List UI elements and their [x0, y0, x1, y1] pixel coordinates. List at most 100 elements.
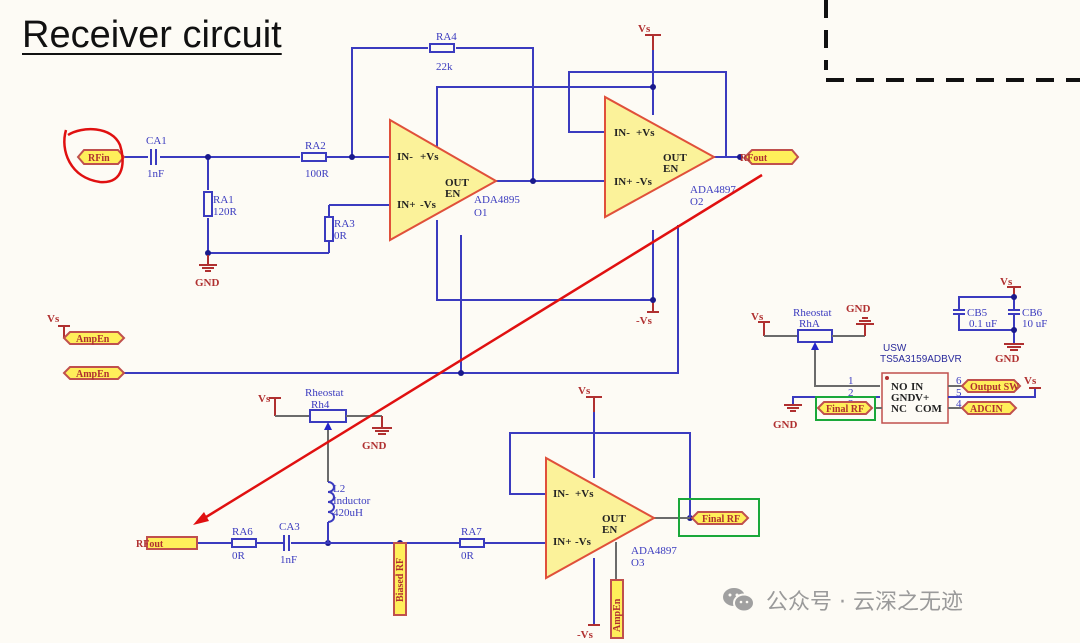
capacitor-ca3: CA3 1nF [279, 521, 300, 566]
o2-in-plus: IN+ [614, 176, 633, 188]
port-rfin: RFin [76, 149, 126, 165]
o3-in-minus: IN- [553, 488, 569, 500]
port-final-rf-switch: Final RF [816, 401, 874, 415]
gnd-label-rh4: GND [362, 440, 387, 452]
gnd-label: GND [195, 277, 220, 289]
cb6-ref: CB6 [1022, 307, 1043, 319]
port-ampen-o3: AmpEn [610, 579, 624, 639]
vs-label-ampen: Vs [47, 313, 60, 325]
ra6-ref: RA6 [232, 526, 253, 538]
rheostat-rh4: Vs GND Rheostat Rh4 [258, 387, 392, 482]
wechat-icon [722, 587, 756, 613]
o1-in-minus: IN- [397, 151, 413, 163]
gnd-symbol-ra1: GND [195, 255, 220, 289]
o1-vs-plus: +Vs [420, 151, 439, 163]
ca3-value: 1nF [280, 554, 297, 566]
port-output-sw-label: Output SW [970, 382, 1019, 393]
switch-ic-usw: USW TS5A3159ADBVR NO GND NC IN V+ COM 1 … [773, 343, 1041, 431]
l2-value: 420uH [333, 507, 363, 519]
gnd-label-usw: GND [773, 419, 798, 431]
usw-part: TS5A3159ADBVR [880, 354, 962, 365]
port-biased-rf-label: Biased RF [395, 558, 406, 602]
o2-ref: O2 [690, 196, 703, 208]
o1-out: OUT [445, 177, 470, 189]
l2-ref: L2 [333, 483, 345, 495]
ra2-ref: RA2 [305, 140, 326, 152]
neg-vs-label-o2: -Vs [636, 315, 653, 327]
cb6-value: 10 uF [1022, 318, 1047, 330]
o1-in-plus: IN+ [397, 199, 416, 211]
port-adcin-label: ADCIN [970, 404, 1004, 415]
vs-label-usw: Vs [1024, 375, 1037, 387]
resistor-ra3: RA3 0R [324, 216, 355, 242]
usw-pin-nc: NC [891, 403, 907, 415]
gnd-label-caps: GND [995, 353, 1020, 365]
usw-pin-num-1: 1 [848, 375, 854, 387]
ra2-value: 100R [305, 168, 330, 180]
ca1-ref: CA1 [146, 135, 167, 147]
o3-part: ADA4897 [631, 545, 677, 557]
decoupling-caps: Vs GND CB5 0.1 uF CB6 10 uF [953, 276, 1047, 365]
vs-label-o2: Vs [638, 23, 651, 35]
rh4-ref: Rh4 [311, 399, 330, 411]
ra4-ref: RA4 [436, 31, 457, 43]
usw-pin-num-6: 6 [956, 375, 962, 387]
l2-type: Inductor [333, 495, 371, 507]
ra4-value: 22k [436, 61, 453, 73]
ra7-ref: RA7 [461, 526, 482, 538]
neg-vs-label-o3: -Vs [577, 629, 594, 641]
usw-pin-no: NO [891, 381, 908, 393]
usw-pin-num-5: 5 [956, 387, 962, 399]
resistor-ra4: RA4 22k [429, 31, 457, 73]
resistor-ra6: RA6 0R [231, 526, 257, 562]
watermark-text: 公众号 · 云深之无迹 [766, 590, 963, 615]
ca3-ref: CA3 [279, 521, 300, 533]
opamp-o3-wiring [509, 396, 691, 626]
o3-vs-minus: -Vs [575, 536, 592, 548]
cb5-ref: CB5 [967, 307, 988, 319]
vs-label-rh4: Vs [258, 393, 271, 405]
opamp-o2: IN- +Vs IN+ -Vs OUT EN ADA4897 O2 [604, 95, 736, 219]
o2-out: OUT [663, 152, 688, 164]
usw-pin-num-2: 2 [848, 387, 854, 399]
o2-en: EN [663, 163, 678, 175]
ra1-value: 120R [213, 206, 238, 218]
resistor-ra1: RA1 120R [203, 191, 238, 218]
usw-pin-vplus: V+ [915, 392, 929, 404]
usw-ref: USW [883, 343, 907, 354]
o2-in-minus: IN- [614, 127, 630, 139]
o1-en: EN [445, 188, 460, 200]
o3-ref: O3 [631, 557, 645, 569]
vs-label-caps: Vs [1000, 276, 1013, 288]
usw-pin-num-4: 4 [956, 398, 962, 410]
o3-vs-plus: +Vs [575, 488, 594, 500]
vs-label-rha: Vs [751, 311, 764, 323]
port-ampen-2: AmpEn [62, 366, 126, 380]
port-output-sw: Output SW [960, 379, 1022, 393]
port-final-rf-right: Final RF [690, 511, 750, 525]
o2-vs-plus: +Vs [636, 127, 655, 139]
o1-vs-minus: -Vs [420, 199, 437, 211]
o3-en: EN [602, 524, 617, 536]
annotation-arrow-rfout [193, 173, 763, 525]
o1-ref: O1 [474, 207, 487, 219]
page-title: Receiver circuit [22, 14, 282, 56]
rha-ref: RhA [799, 318, 820, 330]
inductor-l2: L2 Inductor 420uH [327, 481, 371, 543]
port-ampen-2-label: AmpEn [76, 369, 110, 380]
port-ampen-1-label: AmpEn [76, 334, 110, 345]
port-adcin: ADCIN [960, 401, 1018, 415]
port-rfout-bottom-label: RFout [136, 539, 164, 550]
o2-part: ADA4897 [690, 184, 736, 196]
usw-pin-in: IN [911, 381, 923, 393]
opamp-o3: IN- +Vs IN+ -Vs OUT EN ADA4897 O3 [545, 456, 677, 580]
usw-pin-gnd: GND [891, 392, 916, 404]
watermark: 公众号 · 云深之无迹 [722, 584, 963, 616]
port-biased-rf: Biased RF [393, 542, 407, 616]
usw-pin-com: COM [915, 403, 943, 415]
port-final-rf-right-label: Final RF [702, 514, 740, 525]
port-rfout-top: RFout [740, 149, 800, 165]
annotation-box-final-rf-right [678, 498, 760, 537]
port-rfout-top-label: RFout [740, 153, 768, 164]
